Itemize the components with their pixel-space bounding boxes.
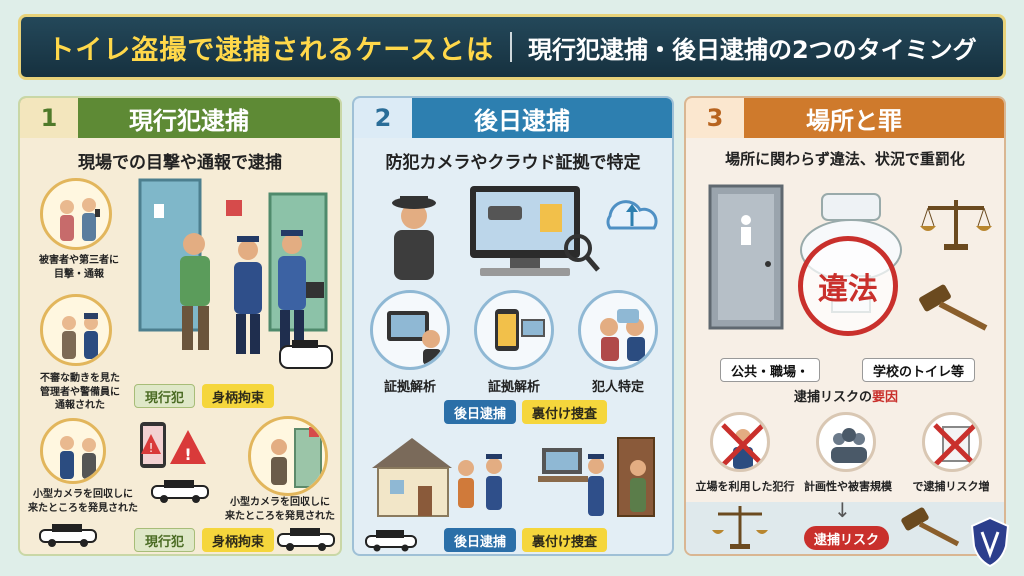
panel-in-the-act-arrest: 1 現行犯逮捕 現場での目撃や通報で逮捕 被害者や第三者に 目撃・通報 不審な動… [18,96,342,556]
risk-factor-heading-prefix: 逮捕リスクの [793,390,872,405]
risk-factor-heading: 逮捕リスクの要因 [746,386,946,405]
position-abuse-icon [710,412,770,472]
investigation-scene-illustration [370,176,660,286]
guard-report-illustration [40,294,112,366]
panel-location-and-crime: 3 場所と罪 場所に関わらず違法、状況で重罰化 違法 [684,96,1006,556]
illegal-stamp-text: 違法 [818,272,878,307]
risk-factor-heading-emphasis: 要因 [872,390,899,405]
gavel-small-icon [896,506,966,550]
panel3-title: 場所と罪 [806,106,902,135]
panel3-number: 3 [686,98,744,138]
tag-in-the-act: 現行犯 [134,384,196,408]
panel-later-arrest: 2 後日逮捕 防犯カメラやクラウド証拠で特定 [352,96,674,556]
header-title: トイレ盗撮で逮捕されるケースとは [47,34,494,66]
caption-camera-retrieval-right: 小型カメラを回収しに 来たところを発見された [225,497,335,522]
police-car-icon [276,526,336,552]
panel2-number: 2 [354,98,412,138]
panel1-header: 1 現行犯逮捕 [20,98,340,138]
gavel-icon [910,284,996,334]
tag-in-the-act-2: 現行犯 [134,528,196,552]
arrow-down-icon: ↓ [834,498,851,522]
camera-retrieval-illustration-right [248,416,328,496]
tag-public-workplace: 公共・職場・ [720,358,821,382]
label-increased-risk: で逮捕リスク増 [912,480,990,493]
caption-suspicious-report: 不審な動きを見た 管理者や警備員に 通報された [40,373,120,411]
arrest-scene-illustration [130,174,336,374]
tag-later-arrest-2: 後日逮捕 [444,528,517,552]
document-crossed-icon [922,412,982,472]
caption-camera-retrieval-left: 小型カメラを回収しに 来たところを発見された [28,489,138,514]
panel1-title: 現行犯逮捕 [129,106,249,135]
panel3-header: 3 場所と罪 [686,98,1004,138]
tag-corroboration-2: 裏付け捜査 [522,528,608,552]
group-scale-icon [816,412,876,472]
label-culprit-identified: 犯人特定 [591,380,644,395]
tag-custody-2: 身柄拘束 [202,528,275,552]
svg-text:!: ! [149,441,154,455]
tag-corroboration: 裏付け捜査 [522,400,608,424]
tag-later-arrest: 後日逮捕 [444,400,517,424]
camera-retrieval-illustration-left [40,418,106,484]
label-planning-scale: 計画性や被害規模 [804,480,892,493]
label-position-abuse: 立場を利用した犯行 [695,480,795,493]
evidence-analysis-icon-2 [474,290,554,370]
header-subtitle: 現行犯逮捕・後日逮捕の2つのタイミング [527,35,977,64]
police-car-icon [38,522,98,548]
label-evidence-analysis-1: 証拠解析 [383,380,436,395]
panel2-subtitle: 防犯カメラやクラウド証拠で特定 [385,153,641,173]
panel2-title: 後日逮捕 [474,106,570,135]
culprit-identified-icon [578,290,658,370]
tag-school-restroom: 学校のトイレ等 [862,358,976,382]
witness-illustration [40,178,112,250]
panel1-subtitle: 現場での目撃や通報で逮捕 [78,153,282,173]
header-divider [509,32,512,62]
panel1-number: 1 [20,98,78,138]
svg-text:!: ! [184,445,191,464]
panel2-header: 2 後日逮捕 [354,98,672,138]
illegal-stamp: 違法 [798,236,898,336]
police-car-icon [364,528,418,552]
firm-logo-icon [968,516,1012,568]
panel3-subtitle: 場所に関わらず違法、状況で重罰化 [725,150,965,168]
tag-arrest-risk: 逮捕リスク [804,526,890,550]
header-banner: トイレ盗撮で逮捕されるケースとは 現行犯逮捕・後日逮捕の2つのタイミング [18,14,1006,80]
scales-of-justice-icon [918,194,994,254]
restroom-door-illustration [706,182,786,332]
evidence-analysis-icon-1 [370,290,450,370]
caption-witness: 被害者や第三者に 目撃・通報 [39,255,119,280]
label-evidence-analysis-2: 証拠解析 [487,380,540,395]
scales-of-justice-small-icon [710,502,770,552]
warning-phone-icon: ! ! [138,420,208,472]
tag-custody: 身柄拘束 [202,384,275,408]
home-arrest-scene-illustration [362,428,668,528]
police-car-icon [150,478,210,504]
